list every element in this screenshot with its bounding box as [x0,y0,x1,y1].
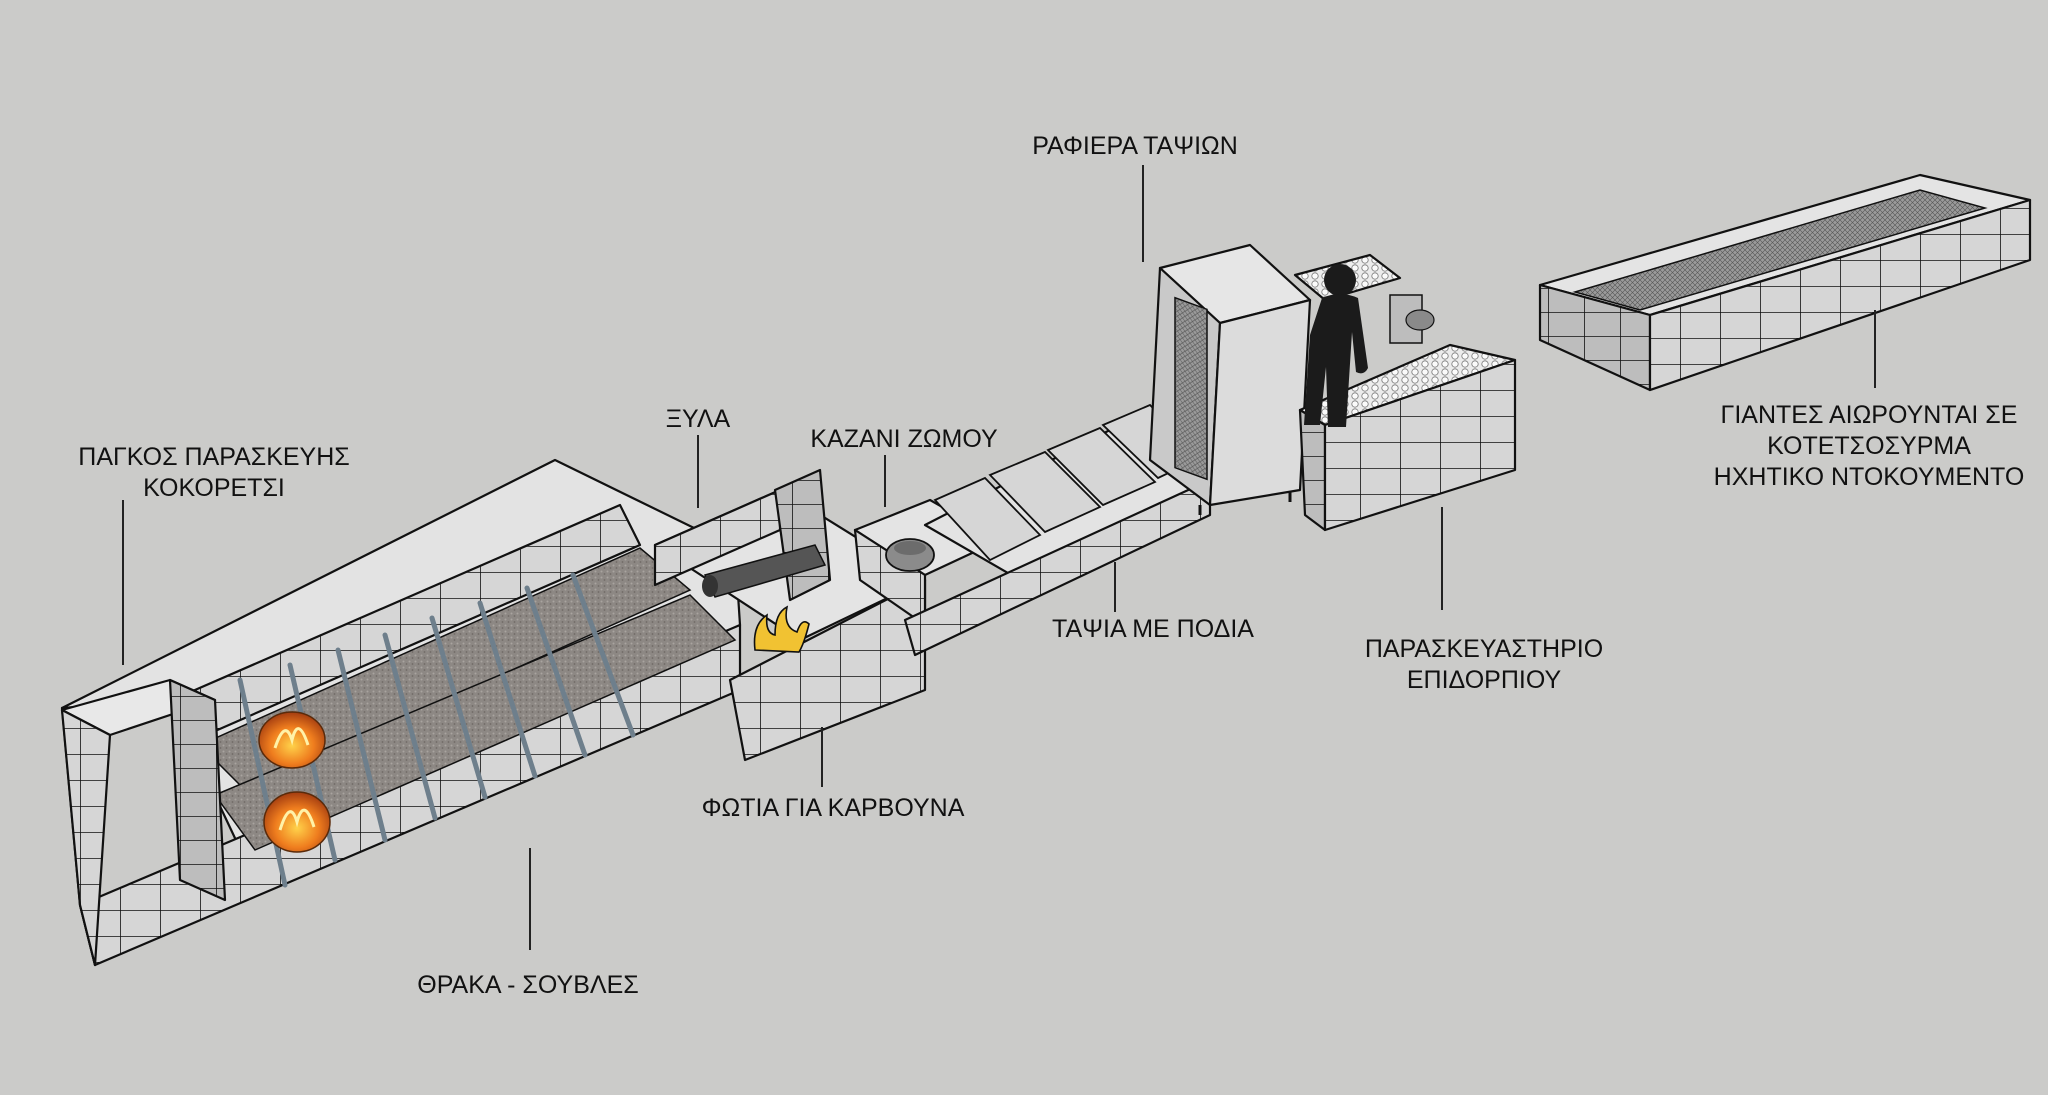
flame-icon [258,711,326,769]
counter-side [168,678,227,902]
tray-1 [933,476,1042,562]
flame-icon [263,791,331,853]
dessert-counter-side [1323,358,1517,532]
tray-counter-front [903,478,1212,657]
spit-6 [477,600,538,779]
dessert-counter-front [1298,408,1327,532]
label-tray-racks: ΡΑΦΙΕΡΑ ΤΑΨΙΩΝ [1032,132,1238,160]
label-wood: ΞΥΛΑ [665,405,731,433]
trough-mesh [1572,189,1988,311]
tray-3 [1046,426,1157,507]
leader-lines [122,165,1876,950]
flame-icon [753,605,810,653]
broth-cauldron-station [853,498,1002,627]
label-ducks-cage: ΓΙΑΝΤΕΣ ΑΙΩΡΟΥΝΤΑΙ ΣΕ ΚΟΤΕΤΣΟΣΥΡΜΑ ΗΧΗΤΙ… [1713,401,2025,491]
counter-front [60,708,112,967]
tray-rack-cabinet [1148,243,1312,515]
tray-2 [988,450,1102,534]
duck-cage-trough [1538,173,2032,392]
label-trays-on-legs: ΤΑΨΙΑ ΜΕ ΠΟΔΙΑ [1052,615,1254,643]
wood-and-fire-enclosure [653,468,927,762]
spit-8 [570,572,636,738]
label-broth-cauldron: ΚΑΖΑΝΙ ΖΩΜΟΥ [810,425,998,453]
trough-side [1648,198,2032,392]
cabinet-side [1208,298,1312,507]
label-embers-spits: ΘΡΑΚΑ - ΣΟΥΒΛΕΣ [417,971,639,999]
spit-3 [335,647,388,843]
dessert-prep-station [1293,253,1517,532]
spit-5 [429,615,488,800]
spit-4 [382,632,438,821]
cabinet-door [1174,296,1208,481]
person-silhouette [1304,264,1368,427]
spit-1 [237,677,288,888]
wood-log [702,544,827,598]
label-fire-charcoal: ΦΩΤΙΑ ΓΙΑ ΚΑΡΒΟΥΝΑ [701,794,965,822]
spit-7 [524,585,588,758]
label-kokoretsi-prep: ΠΑΓΚΟΣ ΠΑΡΑΣΚΕΥΗΣ ΚΟΚΟΡΕΤΣΙ [78,443,350,502]
label-dessert-prep: ΠΑΡΑΣΚΕΥΑΣΤΗΡΙΟ ΕΠΙΔΟΡΠΙΟΥ [1364,635,1604,694]
enclosure-front [728,578,927,762]
ember-spit-pit [60,458,742,967]
kokoretsi-prep-counter [60,678,227,967]
mixer [1389,294,1435,344]
